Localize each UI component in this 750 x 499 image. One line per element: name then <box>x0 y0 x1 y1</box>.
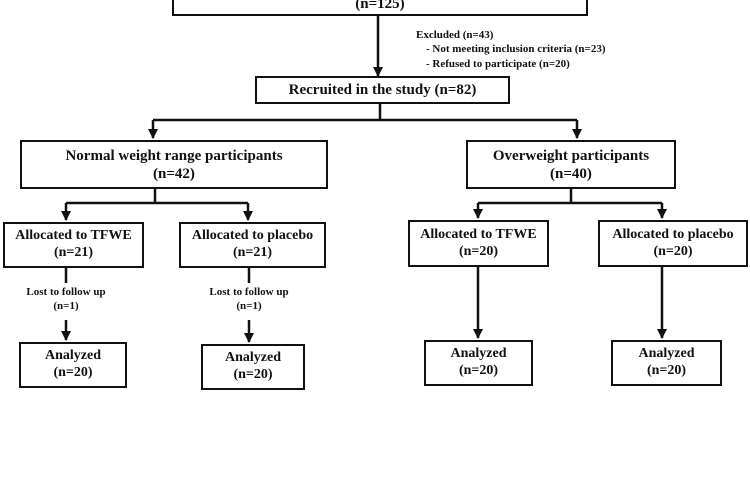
over-placebo-analyzed-box: Analyzed (n=20) <box>611 340 722 386</box>
recruited-label: Recruited in the study (n=82) <box>288 82 477 98</box>
normal-tfwe-analyzed-count: (n=20) <box>53 365 93 380</box>
over-tfwe-analyzed-box: Analyzed (n=20) <box>424 340 533 386</box>
normal-placebo-count: (n=21) <box>232 245 273 260</box>
over-tfwe-box: Allocated to TFWE (n=20) <box>408 220 549 267</box>
recruited-box: Recruited in the study (n=82) <box>255 76 510 104</box>
overweight-group-label: Overweight participants <box>492 147 650 164</box>
normal-placebo-box: Allocated to placebo (n=21) <box>179 222 326 268</box>
normal-tfwe-lost-count: (n=1) <box>53 300 79 313</box>
normal-tfwe-analyzed-box: Analyzed (n=20) <box>19 342 127 388</box>
normal-tfwe-count: (n=21) <box>53 245 94 260</box>
normal-placebo-lost-label: Lost to follow up <box>209 286 289 298</box>
excluded-title: Excluded (n=43) <box>416 29 494 41</box>
over-placebo-count: (n=20) <box>653 243 693 259</box>
normal-group-count: (n=42) <box>153 165 195 182</box>
normal-tfwe-lost-label: Lost to follow up <box>26 286 106 298</box>
excluded-note: Excluded (n=43) - Not meeting inclusion … <box>416 28 606 71</box>
overweight-group-box: Overweight participants (n=40) <box>466 140 676 189</box>
normal-placebo-lost-note: Lost to follow up (n=1) <box>201 285 297 314</box>
over-tfwe-count: (n=20) <box>458 243 499 259</box>
over-placebo-box: Allocated to placebo (n=20) <box>598 220 748 267</box>
normal-placebo-analyzed-box: Analyzed (n=20) <box>201 344 305 390</box>
over-placebo-label: Allocated to placebo <box>612 226 734 242</box>
normal-tfwe-analyzed-label: Analyzed <box>45 348 101 364</box>
normal-tfwe-box: Allocated to TFWE (n=21) <box>3 222 144 268</box>
normal-group-label: Normal weight range participants <box>65 147 283 164</box>
over-placebo-analyzed-label: Analyzed <box>638 346 695 362</box>
excluded-item-criteria: - Not meeting inclusion criteria (n=23) <box>426 43 606 56</box>
normal-tfwe-label: Allocated to TFWE <box>15 228 132 244</box>
over-tfwe-analyzed-count: (n=20) <box>458 363 499 378</box>
over-tfwe-analyzed-label: Analyzed <box>450 346 507 362</box>
normal-placebo-label: Allocated to placebo <box>191 228 314 244</box>
normal-placebo-analyzed-count: (n=20) <box>233 367 273 382</box>
over-tfwe-label: Allocated to TFWE <box>420 226 537 242</box>
overweight-group-count: (n=40) <box>550 165 592 182</box>
normal-placebo-analyzed-label: Analyzed <box>225 350 281 366</box>
normal-placebo-lost-count: (n=1) <box>236 300 262 313</box>
normal-tfwe-lost-note: Lost to follow up (n=1) <box>18 285 114 314</box>
normal-group-box: Normal weight range participants (n=42) <box>20 140 328 189</box>
over-placebo-analyzed-count: (n=20) <box>646 363 687 378</box>
enrolled-box: (n=125) <box>172 0 588 16</box>
enrolled-count: (n=125) <box>355 0 405 12</box>
excluded-item-refused: - Refused to participate (n=20) <box>426 57 570 70</box>
